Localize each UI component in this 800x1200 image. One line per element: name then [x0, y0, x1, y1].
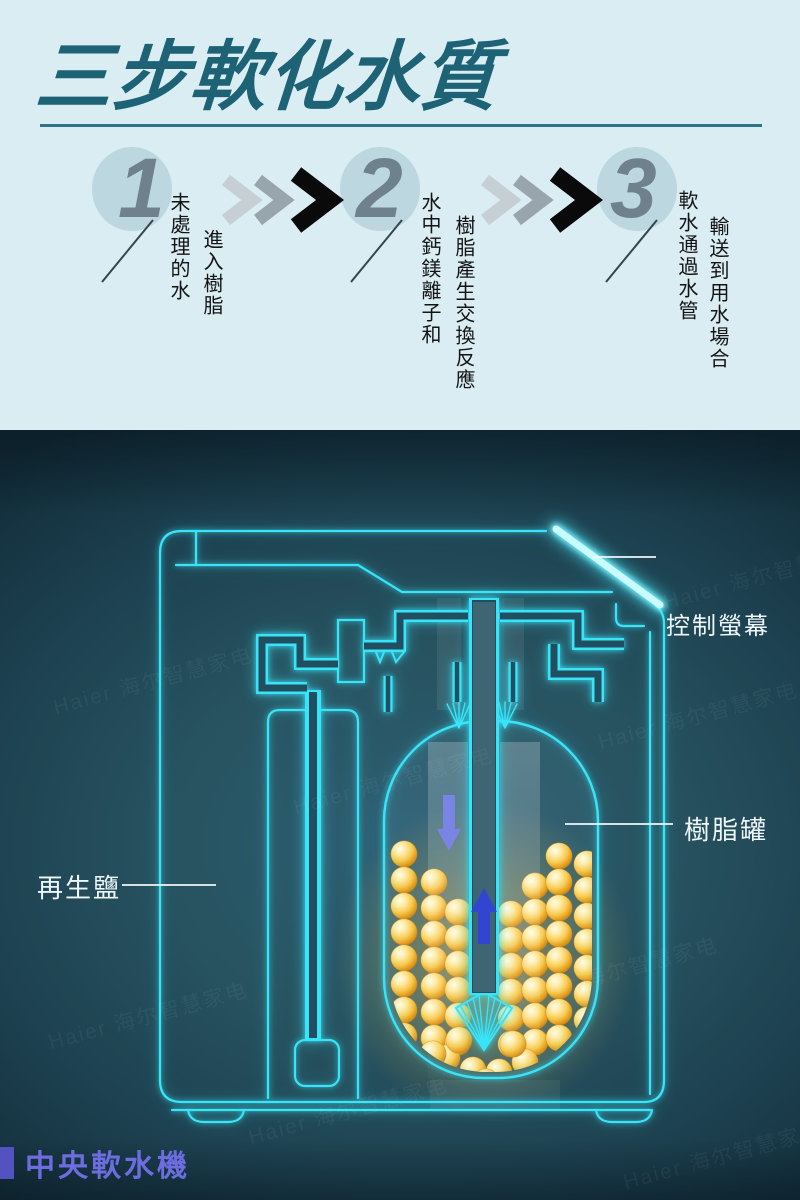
water-softener-diagram: [122, 430, 800, 1200]
diagram-section: Haier 海尔智慧家电 Haier 海尔智慧家电 Haier 海尔智慧家电 H…: [0, 430, 800, 1200]
step-2-number: 2: [356, 141, 403, 235]
flow-arrow-up: [471, 888, 497, 944]
step-1-text-primary: 未處理的水: [167, 192, 189, 302]
step-slash-lines: [101, 219, 658, 283]
caption-accent-bar: [0, 1147, 14, 1179]
step-circles: [92, 147, 677, 231]
steps-section: 三步軟化水質 1 2 3 未處理的水 進入樹脂 水中鈣鎂離子和 樹脂產生交換反應…: [0, 0, 800, 430]
label-leader-lines: [122, 556, 673, 886]
label-resin-tank: 樹脂罐: [684, 815, 769, 845]
product-caption: 中央軟水機: [25, 1150, 190, 1183]
chevron-arrows: [222, 167, 603, 233]
flow-arrow-down: [437, 795, 461, 851]
step-3-text-primary: 軟水通過水管: [675, 190, 697, 322]
label-regen-salt: 再生鹽: [37, 873, 122, 903]
flow-arrows: [437, 795, 497, 944]
page-title: 三步軟化水質: [33, 35, 501, 120]
step-2-text-secondary: 樹脂產生交換反應: [452, 215, 474, 391]
step-3-text-secondary: 輸送到用水場合: [706, 216, 728, 370]
water-light-bands: [428, 598, 560, 1110]
label-control-screen: 控制螢幕: [666, 613, 770, 640]
step-1-number: 1: [118, 141, 165, 235]
step-2-text-primary: 水中鈣鎂離子和: [418, 192, 440, 346]
steps-graphics: [92, 147, 677, 283]
step-1-text-secondary: 進入樹脂: [200, 229, 222, 317]
riser-tube-sheen: [473, 602, 495, 992]
control-screen-bar: [548, 521, 668, 613]
step-3-number: 3: [610, 141, 657, 235]
title-underline: [40, 124, 762, 127]
